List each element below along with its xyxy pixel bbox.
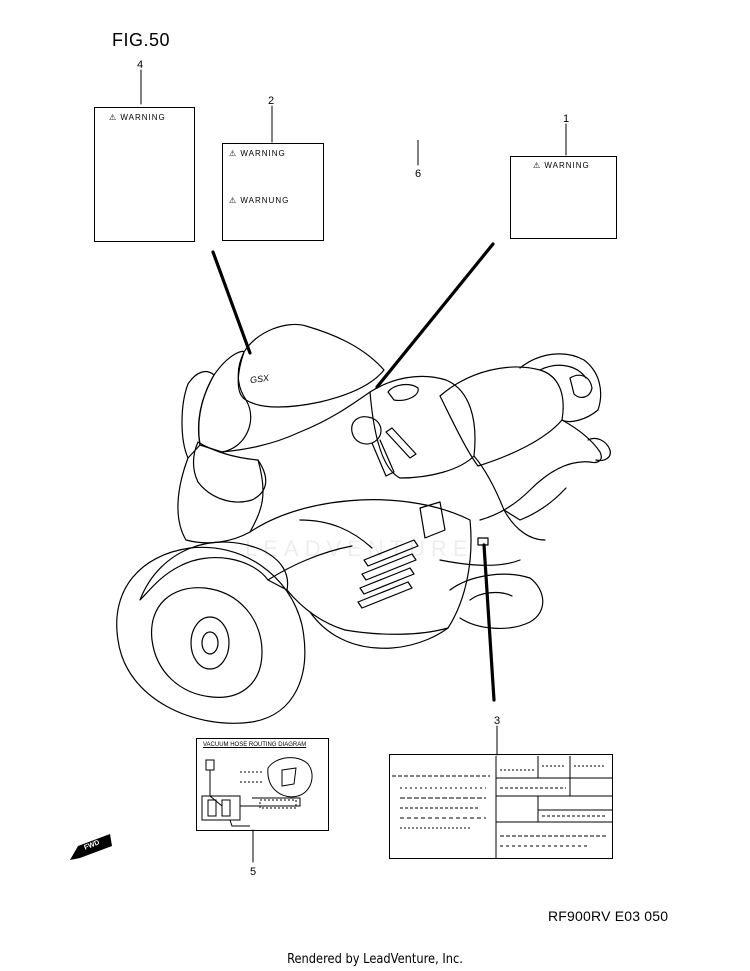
warning-label-1-heading: ⚠ WARNING <box>533 161 590 170</box>
label-5-hose-diagram <box>201 757 313 827</box>
warning-label-4-heading: ⚠ WARNING <box>109 113 166 122</box>
label-3-spec-table <box>392 756 612 858</box>
mirror <box>351 416 382 445</box>
rider-seat <box>439 366 564 467</box>
fuel-tank <box>369 375 476 479</box>
watermark: LEADVENTURE <box>245 536 474 561</box>
warning-label-2-heading-de-text: WARNUNG <box>240 196 290 205</box>
label-6 <box>350 98 480 140</box>
windshield <box>237 323 385 408</box>
figure-title: FIG.50 <box>112 30 171 50</box>
warning-label-4: ⚠ WARNING <box>94 107 195 242</box>
vacuum-hose-label-5: VACUUM HOSE ROUTING DIAGRAM <box>196 738 329 831</box>
callout-number-4: 4 <box>137 59 144 71</box>
front-tire <box>116 546 306 724</box>
vacuum-hose-label-heading: VACUUM HOSE ROUTING DIAGRAM <box>203 742 307 748</box>
front-rim <box>151 587 263 698</box>
callout-number-1: 1 <box>563 113 570 125</box>
warning-label-1: ⚠ WARNING <box>510 156 617 239</box>
headlight <box>192 441 267 503</box>
warning-label-2-heading-text: WARNING <box>240 149 286 158</box>
warning-label-2-heading-de: ⚠ WARNUNG <box>229 196 290 205</box>
fuel-cap <box>387 383 419 401</box>
fwd-arrow-icon <box>70 834 112 860</box>
pointer-line-1 <box>375 242 495 389</box>
handlebar-grip <box>385 427 417 459</box>
pointer-line-3 <box>482 543 496 702</box>
callout-number-3: 3 <box>494 715 501 727</box>
callout-number-2: 2 <box>268 95 275 107</box>
warning-label-1-heading-text: WARNING <box>544 161 590 170</box>
pointer-line-4 <box>211 250 252 355</box>
callout-number-6: 6 <box>415 168 422 180</box>
part-code: RF900RV E03 050 <box>548 908 669 924</box>
spec-label-3 <box>389 754 613 859</box>
front-hub <box>190 616 230 670</box>
warning-label-2: ⚠ WARNING ⚠ WARNUNG <box>222 143 324 241</box>
render-credit-footer: Rendered by LeadVenture, Inc. <box>287 952 463 967</box>
callout-number-5: 5 <box>250 866 257 878</box>
warning-label-4-heading-text: WARNING <box>120 113 166 122</box>
warning-label-2-heading: ⚠ WARNING <box>229 149 286 158</box>
fairing-nose <box>181 371 215 459</box>
